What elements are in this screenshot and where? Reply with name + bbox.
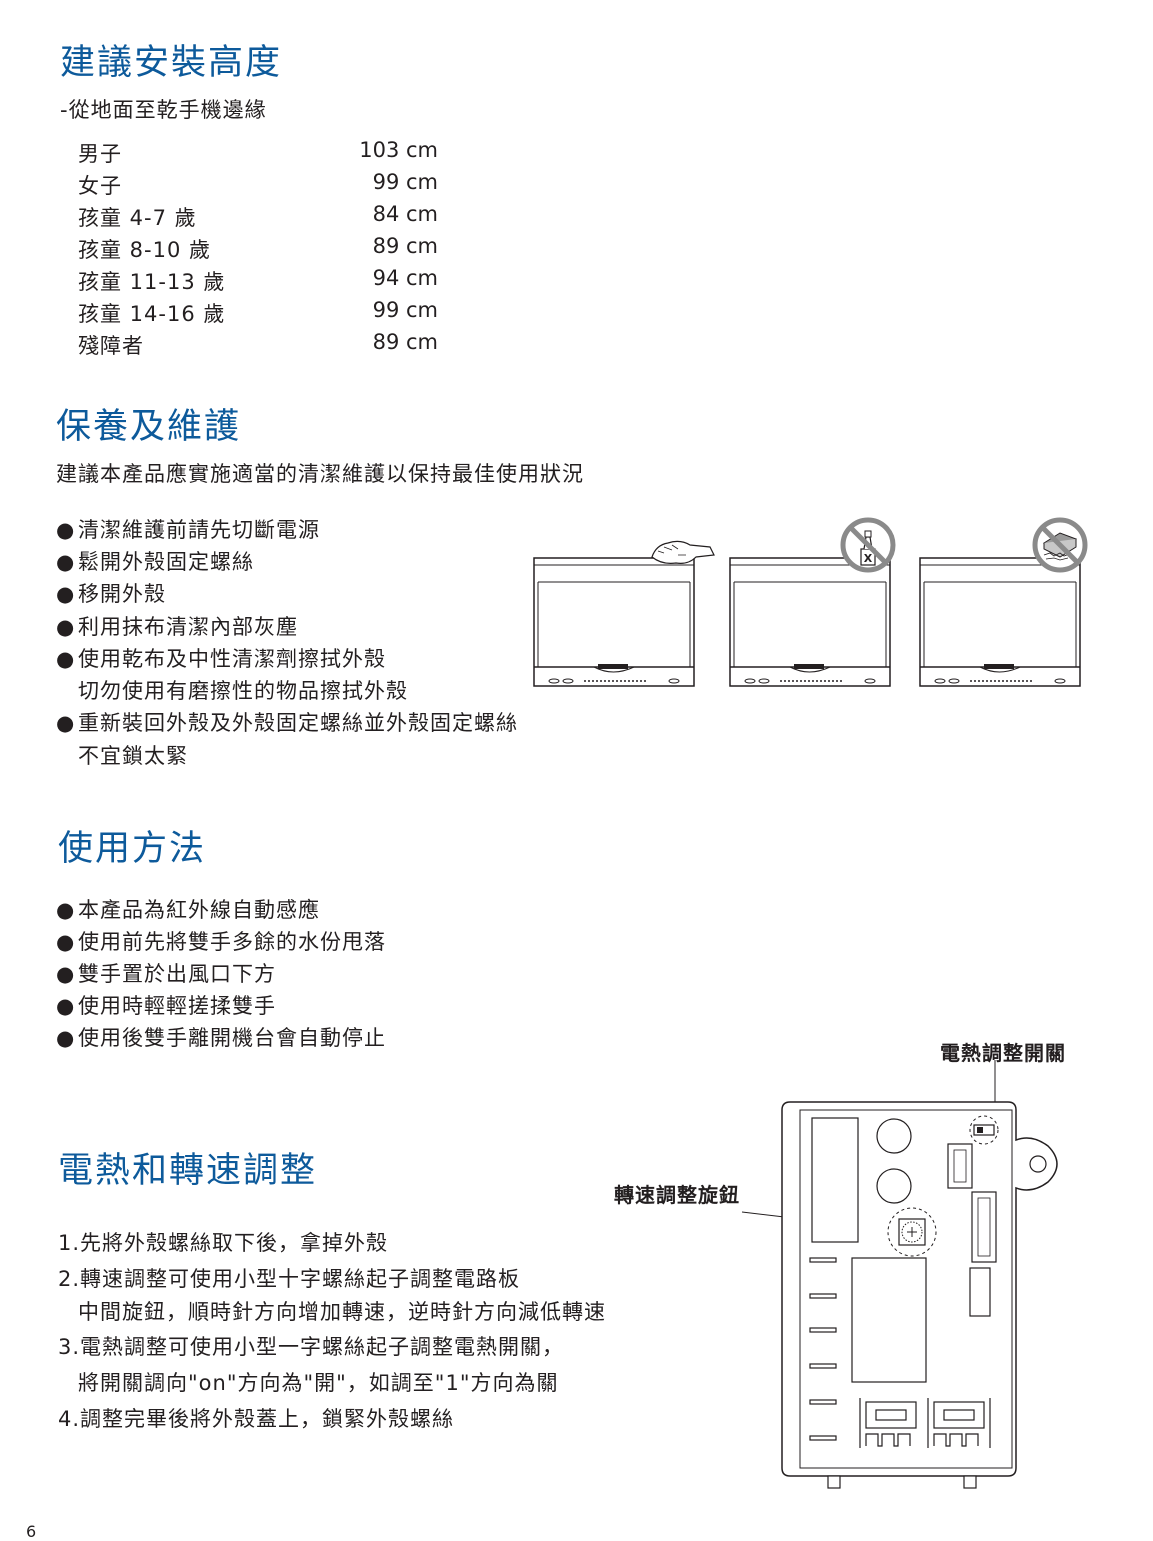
- table-row: 孩童 14-16 歲 99 cm: [78, 298, 438, 330]
- dryer-no-abrasive: [919, 517, 1088, 687]
- bullet-icon: ●: [56, 647, 76, 671]
- bullet-icon: ●: [56, 518, 76, 542]
- row-label: 孩童 14-16 歲: [78, 302, 226, 326]
- list-item: ●移開外殼: [56, 582, 166, 606]
- adjust-step-continuation: 中間旋鈕，順時針方向增加轉速，逆時針方向減低轉速: [78, 1300, 606, 1324]
- table-row: 女子 99 cm: [78, 170, 438, 202]
- row-label: 孩童 11-13 歲: [78, 270, 226, 294]
- heat-switch-label: 電熱調整開關: [940, 1041, 1066, 1065]
- row-label: 孩童 4-7 歲: [78, 206, 197, 230]
- cloth-hand-icon: [651, 540, 715, 564]
- list-item-continuation: 切勿使用有磨擦性的物品擦拭外殼: [78, 679, 408, 703]
- bullet-icon: ●: [56, 582, 76, 606]
- dryer-illustrations: X: [533, 517, 1088, 687]
- bullet-icon: ●: [56, 550, 76, 574]
- bullet-icon: ●: [56, 962, 76, 986]
- adjust-step: 3.電熱調整可使用小型一字螺絲起子調整電熱開關，: [58, 1335, 565, 1359]
- list-item: ●使用後雙手離開機台會自動停止: [56, 1026, 386, 1050]
- install-title: 建議安裝高度: [60, 43, 283, 83]
- circuit-board-diagram: [741, 1060, 1058, 1489]
- dryer-no-solvent: X: [729, 517, 896, 687]
- row-value: 99 cm: [372, 298, 438, 322]
- table-row: 孩童 11-13 歲 94 cm: [78, 266, 438, 298]
- list-item: ●清潔維護前請先切斷電源: [56, 518, 320, 542]
- maintenance-intro: 建議本產品應實施適當的清潔維護以保持最佳使用狀況: [56, 462, 584, 486]
- row-label: 男子: [78, 142, 122, 166]
- list-item: ●使用乾布及中性清潔劑擦拭外殼: [56, 647, 386, 671]
- adjust-step: 4.調整完畢後將外殼蓋上，鎖緊外殼螺絲: [58, 1407, 455, 1431]
- bullet-icon: ●: [56, 615, 76, 639]
- maintenance-title: 保養及維護: [56, 407, 242, 447]
- board-component: [811, 1117, 859, 1243]
- prohibited-bottle-icon: X: [840, 517, 896, 573]
- list-item: ●雙手置於出風口下方: [56, 962, 276, 986]
- list-item: ●重新裝回外殼及外殼固定螺絲並外殼固定螺絲: [56, 711, 518, 735]
- adjust-title: 電熱和轉速調整: [58, 1151, 318, 1191]
- adjust-step-continuation: 將開關調向"on"方向為"開"，如調至"1"方向為關: [78, 1371, 559, 1395]
- table-row: 孩童 4-7 歲 84 cm: [78, 202, 438, 234]
- row-value: 89 cm: [372, 234, 438, 258]
- table-row: 男子 103 cm: [78, 138, 438, 170]
- bullet-icon: ●: [56, 930, 76, 954]
- bullet-icon: ●: [56, 1026, 76, 1050]
- list-item: ●利用抹布清潔內部灰塵: [56, 615, 298, 639]
- list-item-continuation: 不宜鎖太緊: [78, 744, 188, 768]
- row-value: 94 cm: [372, 266, 438, 290]
- list-item: ●使用前先將雙手多餘的水份甩落: [56, 930, 386, 954]
- bottle-mark: X: [864, 552, 873, 565]
- list-item: ●本產品為紅外線自動感應: [56, 898, 320, 922]
- list-item: ●鬆開外殼固定螺絲: [56, 550, 254, 574]
- usage-title: 使用方法: [58, 829, 207, 869]
- table-row: 孩童 8-10 歲 89 cm: [78, 234, 438, 266]
- row-value: 103 cm: [359, 138, 438, 162]
- row-value: 99 cm: [372, 170, 438, 194]
- bullet-icon: ●: [56, 994, 76, 1018]
- page-number: 6: [26, 1522, 38, 1541]
- speed-knob-label: 轉速調整旋鈕: [614, 1183, 740, 1207]
- install-subtitle: -從地面至乾手機邊緣: [60, 98, 267, 122]
- bullet-icon: ●: [56, 711, 76, 735]
- bullet-icon: ●: [56, 898, 76, 922]
- row-value: 89 cm: [372, 330, 438, 354]
- dryer-wipe: [533, 540, 715, 687]
- row-label: 女子: [78, 174, 122, 198]
- adjust-step: 1.先將外殼螺絲取下後，拿掉外殼: [58, 1231, 389, 1255]
- row-label: 殘障者: [78, 334, 144, 358]
- prohibited-sponge-icon: [1032, 517, 1088, 573]
- speed-knob-icon: [887, 1207, 937, 1257]
- heat-switch-icon: [969, 1115, 999, 1145]
- row-value: 84 cm: [372, 202, 438, 226]
- list-item: ●使用時輕輕搓揉雙手: [56, 994, 276, 1018]
- row-label: 孩童 8-10 歲: [78, 238, 212, 262]
- table-row: 殘障者 89 cm: [78, 330, 438, 362]
- adjust-step: 2.轉速調整可使用小型十字螺絲起子調整電路板: [58, 1267, 521, 1291]
